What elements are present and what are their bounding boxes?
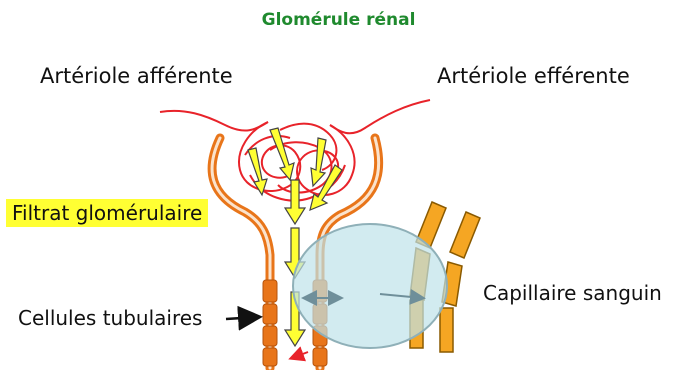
tubular-cell — [263, 304, 277, 324]
tubular-cell — [263, 326, 277, 346]
cellules-pointer-arrow — [226, 317, 258, 319]
tubular-cell — [263, 348, 277, 366]
exchange-zone-circle — [293, 224, 447, 348]
tubular-cell — [263, 280, 277, 302]
capillary-cell — [440, 308, 453, 352]
tubular-cell — [313, 348, 327, 366]
capillary-cell — [450, 212, 480, 258]
reabsorption-arrow — [292, 352, 308, 358]
